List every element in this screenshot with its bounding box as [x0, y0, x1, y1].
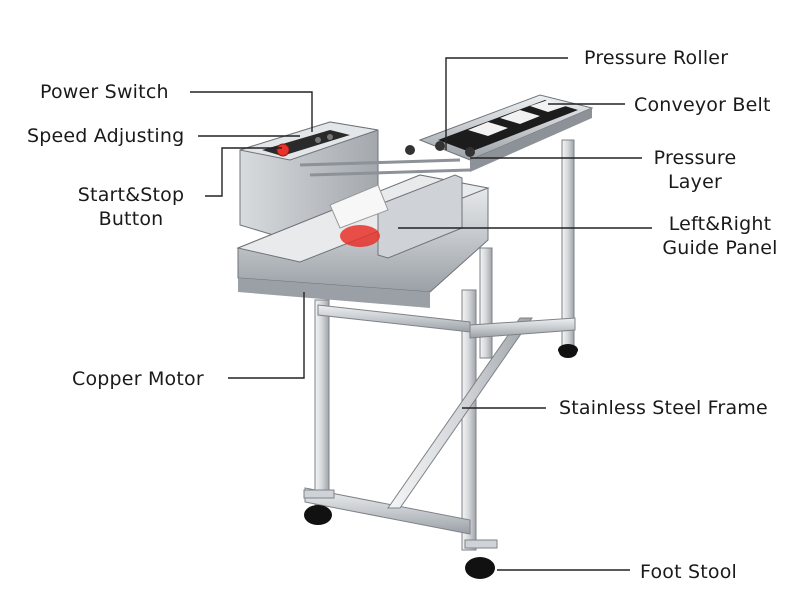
conveyor-bed: [418, 94, 594, 172]
pressure-roller-label: Pressure Roller: [584, 47, 729, 69]
foot-stool-label: Foot Stool: [640, 561, 738, 583]
conveyor-belt-label: Conveyor Belt: [634, 94, 771, 116]
start-stop-label-line1: Start&Stop: [77, 184, 185, 206]
guide-panel-label-line1: Left&Right: [668, 213, 772, 235]
guide-panel-label-line2: Guide Panel: [662, 237, 778, 259]
start-stop-label-line2: Button: [98, 208, 164, 230]
speed-adjusting-label: Speed Adjusting: [27, 125, 185, 147]
pressure-layer-label-line2: Layer: [668, 171, 722, 193]
leader-lines: [190, 57, 652, 571]
foot-stool-wheels: [304, 346, 577, 579]
power-switch-label: Power Switch: [40, 81, 169, 103]
machine-body: [236, 121, 490, 308]
start-stop-button-label: Start&Stop Button: [66, 183, 196, 231]
copper-motor-label: Copper Motor: [72, 368, 204, 390]
guide-panel-label: Left&Right Guide Panel: [655, 212, 785, 260]
stainless-steel-frame-label: Stainless Steel Frame: [559, 397, 768, 419]
front-frame: [303, 289, 576, 551]
pressure-layer-label: Pressure Layer: [640, 146, 750, 194]
pressure-layer-label-line1: Pressure: [653, 147, 737, 169]
